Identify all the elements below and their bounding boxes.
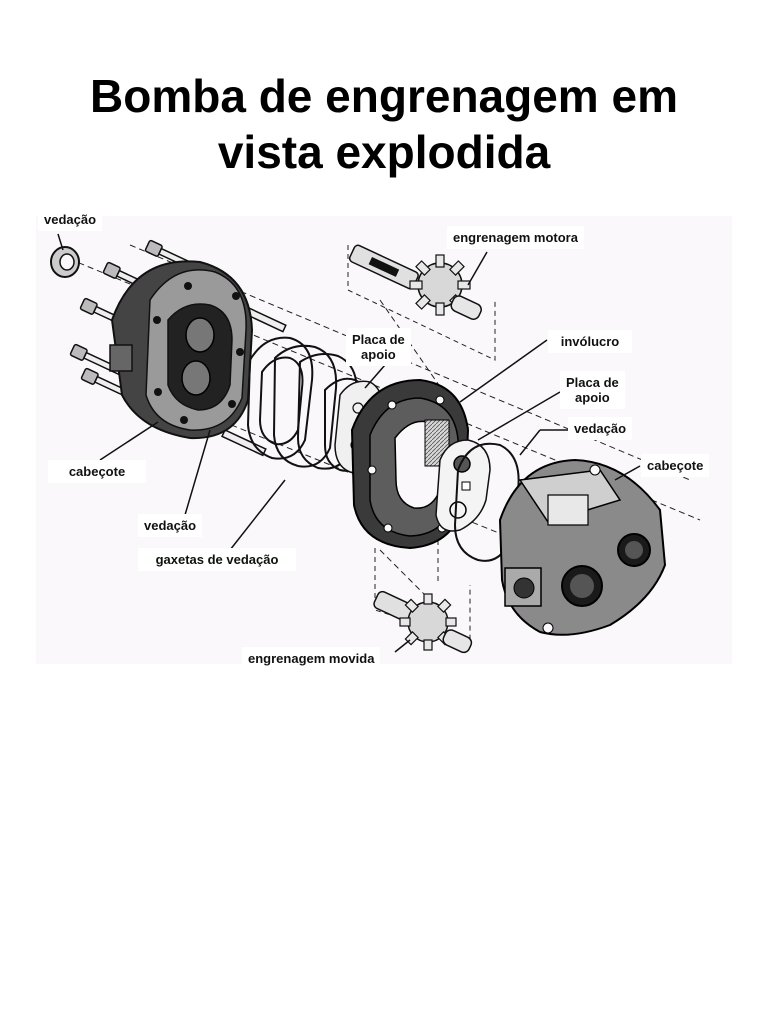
label-cabecote-right: cabeçote — [641, 454, 710, 477]
seal-ring-icon — [50, 246, 80, 278]
title-line-2: vista explodida — [217, 126, 551, 178]
driven-gear-icon — [373, 590, 473, 654]
page-title: Bomba de engrenagem em vista explodida — [0, 68, 768, 180]
backing-plate-right — [435, 439, 491, 532]
label-cabecote-left: cabeçote — [48, 460, 146, 483]
label-vedacao-right: vedação — [568, 417, 633, 440]
label-placa-de-apoio-left: Placa de apoio — [346, 328, 411, 366]
left-end-cap — [109, 260, 254, 440]
label-placa-de-apoio-right: Placa de apoio — [560, 371, 625, 409]
title-line-1: Bomba de engrenagem em — [90, 70, 678, 122]
right-end-cap — [498, 458, 667, 636]
label-involucro: invólucro — [548, 330, 632, 353]
label-engrenagem-motora: engrenagem motora — [447, 226, 584, 249]
label-vedacao-top-left: vedação — [38, 208, 103, 231]
leader-lines — [57, 233, 641, 653]
drive-gear-icon — [348, 244, 482, 320]
label-gaxetas-de-vedacao: gaxetas de vedação — [138, 548, 296, 571]
label-vedacao-bottom-left: vedação — [138, 514, 203, 537]
label-engrenagem-movida: engrenagem movida — [242, 647, 381, 670]
